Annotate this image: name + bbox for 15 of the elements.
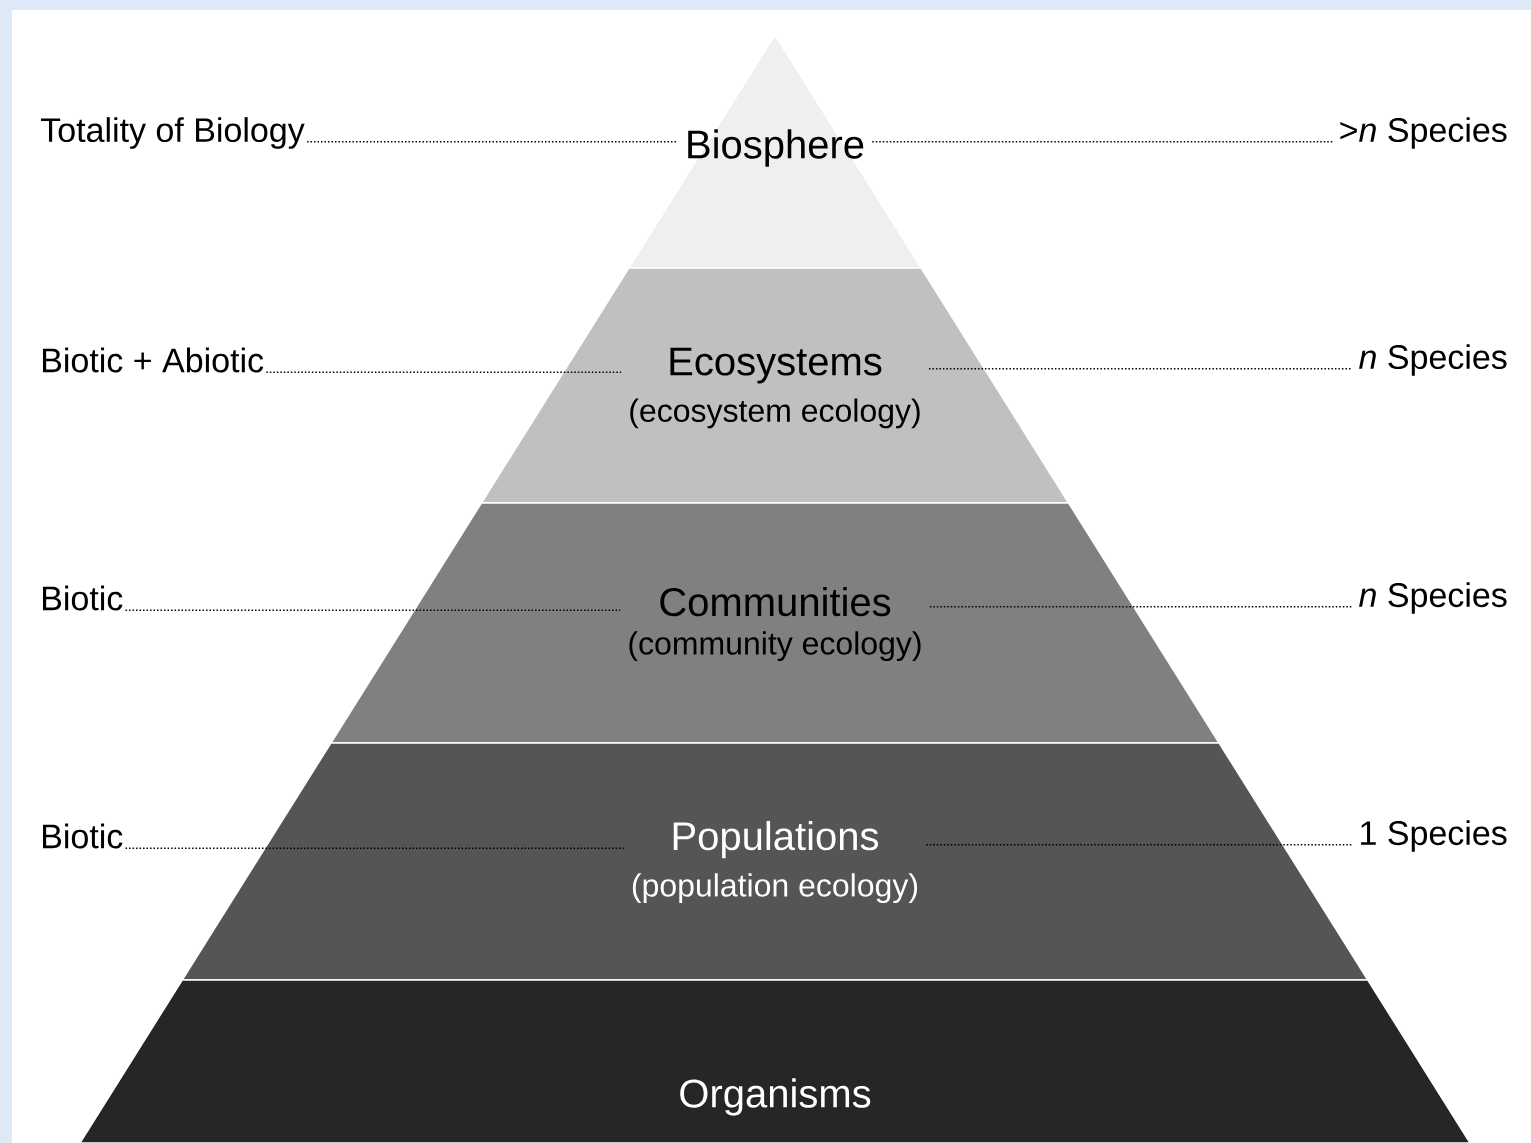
leader-line: [929, 606, 1354, 608]
leader-line: [124, 847, 625, 849]
level-label: Biotic + Abiotic: [43, 347, 264, 373]
pyramid-tier: Ecosystems (ecosystem ecology): [480, 267, 1070, 504]
leader-line: [871, 141, 1334, 143]
level-label: Totality of Biology: [40, 117, 305, 149]
level-label: n Species: [1359, 344, 1507, 376]
leader-line: [124, 609, 621, 611]
level-label: Biotic: [43, 823, 123, 849]
level-label: Biotic: [43, 585, 123, 611]
level-label: n Species: [1359, 582, 1507, 614]
level-label: >n Species: [1340, 117, 1507, 149]
leader-line: [306, 141, 679, 143]
leader-line: [265, 371, 622, 373]
leader-line: [925, 844, 1354, 846]
